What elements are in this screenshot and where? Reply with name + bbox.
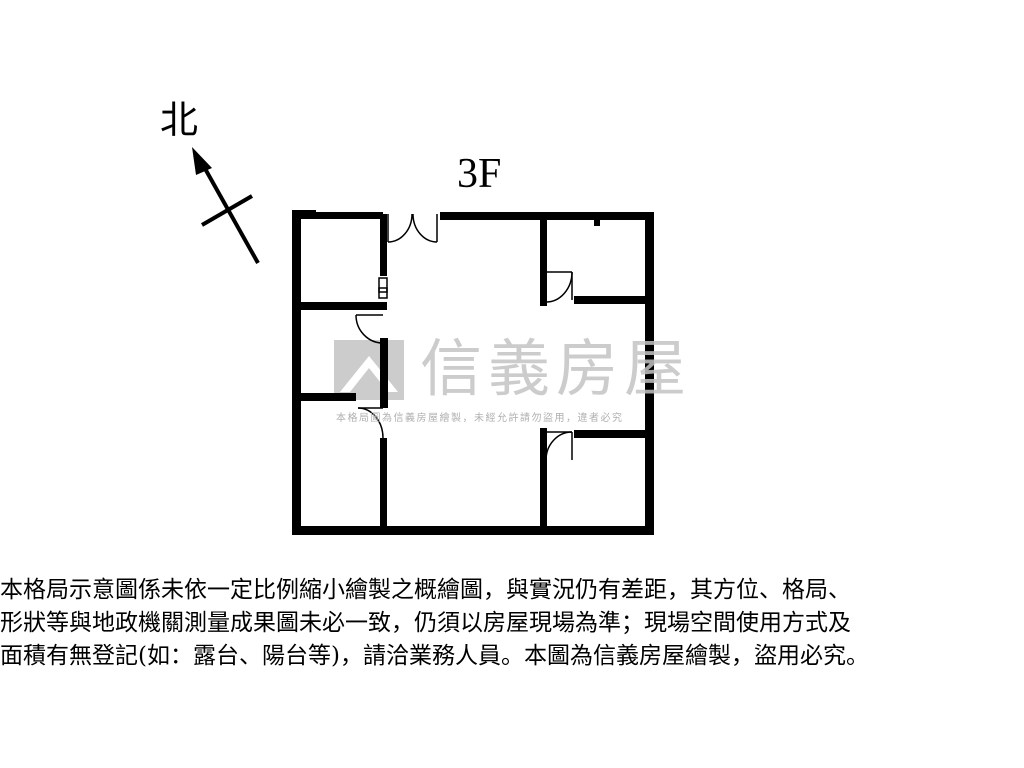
left-lower-door-icon xyxy=(357,407,384,439)
disclaimer-line: 形狀等與地政機關測量成果圖未必一致，仍須以房屋現場為準；現場空間使用方式及 xyxy=(0,610,851,636)
inner-wall-left-h2 xyxy=(292,393,356,401)
disclaimer-line: 本格局示意圖係未依一定比例縮小繪製之概繪圖，與實況仍有差距，其方位、格局、 xyxy=(0,577,851,603)
outer-wall-north-c xyxy=(440,212,544,220)
watermark-note: 本格局圖為信義房屋繪製，未經允許請勿盜用，違者必究 xyxy=(336,413,624,424)
inner-wall-left-1 xyxy=(380,214,387,276)
disclaimer-text: 本格局示意圖係未依一定比例縮小繪製之概繪圖，與實況仍有差距，其方位、格局、 形狀… xyxy=(0,574,1024,673)
north-label: 北 xyxy=(160,98,199,142)
window-marks xyxy=(378,277,388,299)
left-room-door-icon xyxy=(355,314,384,344)
outer-wall-north-e xyxy=(594,212,654,220)
outer-wall-north-d xyxy=(540,212,600,220)
right-upper-door-icon xyxy=(545,271,573,303)
inner-wall-right-1 xyxy=(540,214,547,306)
door-swings xyxy=(355,213,573,461)
floor-plan-drawing xyxy=(192,147,654,535)
disclaimer-line: 面積有無登記(如：露台、陽台等)，請洽業務人員。本圖為信義房屋繪製，盜用必究。 xyxy=(0,643,869,669)
door-jamb-mark xyxy=(380,338,388,408)
outer-wall-north-a xyxy=(292,210,316,219)
inner-wall-right-h2 xyxy=(574,430,654,438)
watermark-brand: 信義房屋 xyxy=(420,332,693,405)
watermark-logo-icon xyxy=(334,340,404,400)
inner-wall-left-2 xyxy=(380,438,387,534)
inner-wall-right-h1 xyxy=(574,296,654,304)
outer-wall-north-b xyxy=(316,212,383,219)
outer-wall-west xyxy=(292,210,301,535)
wall-group xyxy=(292,210,654,535)
inner-wall-right-2 xyxy=(540,428,547,534)
floor-label: 3F xyxy=(457,151,502,197)
outer-wall-notch-2 xyxy=(594,212,600,226)
outer-wall-east xyxy=(645,212,654,535)
right-lower-door-icon xyxy=(545,431,573,461)
north-arrow-icon xyxy=(192,147,260,264)
entrance-double-door-icon xyxy=(387,213,438,243)
outer-wall-notch-1 xyxy=(308,210,316,216)
outer-wall-south xyxy=(292,526,654,535)
inner-wall-left-h1 xyxy=(292,302,387,310)
